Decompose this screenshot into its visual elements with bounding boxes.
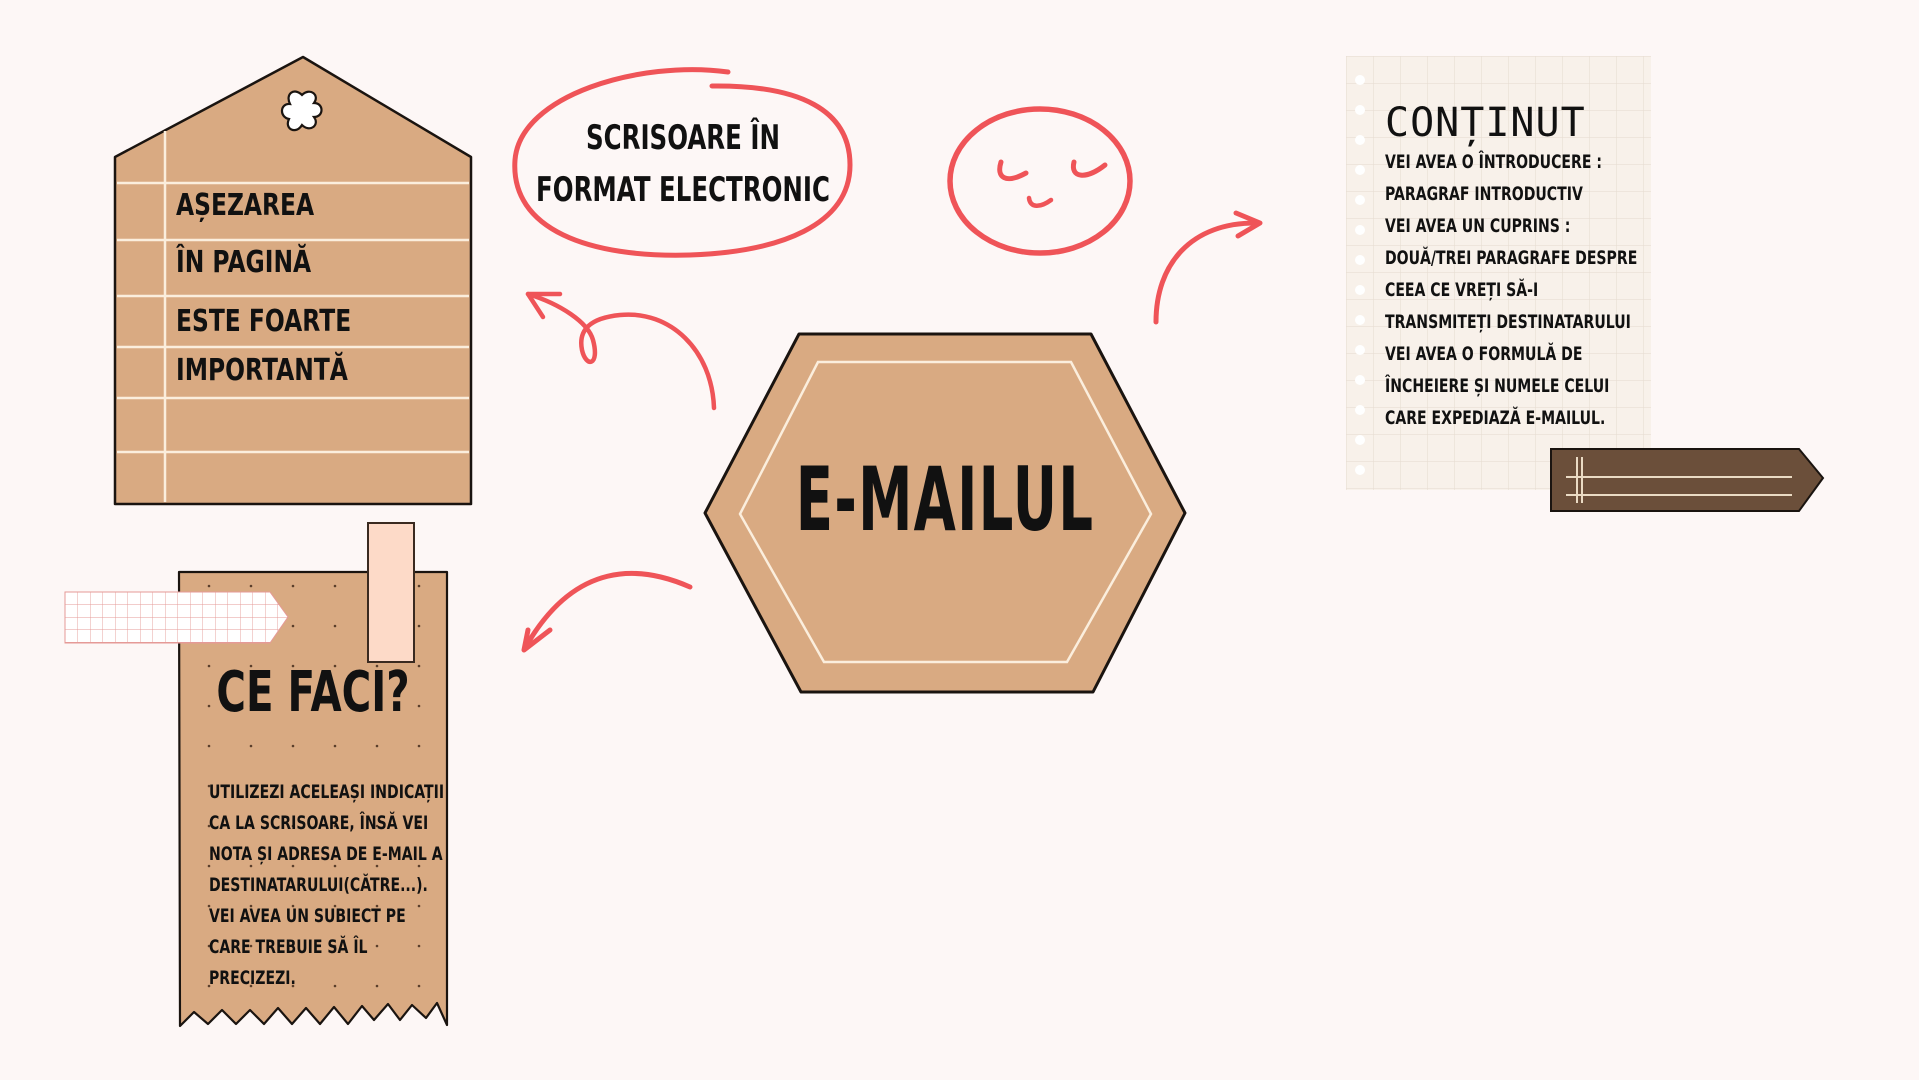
arrow-to-notepad [1153,210,1263,325]
notepad-line-1: VEI AVEA O ÎNTRODUCERE : [1385,151,1602,173]
bubble-ellipse [512,67,853,258]
notepad-line-2: PARAGRAF INTRODUCTIV [1385,183,1583,205]
receipt-line-4: DESTINATARULUI(CĂTRE...). [209,874,428,896]
pink-tape [367,522,415,663]
brown-label [1550,448,1825,512]
house-card [113,55,473,506]
ruled-lines [117,131,469,502]
house-line-2: ÎN PAGINĂ [176,245,312,280]
receipt-line-6: CARE TREBUIE SĂ ÎL [209,936,368,958]
arrow-to-bubble [525,291,717,411]
notepad-line-4: DOUĂ/TREI PARAGRAFE DESPRE [1385,247,1638,269]
center-hexagon [703,332,1187,694]
receipt-line-1: UTILIZEZI ACELEAȘI INDICAții [209,781,445,803]
notepad-title: CONȚINUT [1385,100,1586,146]
receipt-line-2: CA LA SCRISOARE, ÎNSĂ VEI [209,812,429,834]
notepad-line-9: CARE EXPEDIAZĂ E-MAILUL. [1385,407,1606,429]
bubble-line-2: FORMAT ELECTRONIC [536,170,830,210]
notepad-line-5: CEEA CE VREȚI SĂ-I [1385,279,1539,301]
receipt-line-3: NOTA ȘI ADRESA DE E-MAIL A [209,843,443,865]
house-line-1: AȘEZAREA [176,188,315,223]
flower-icon [280,90,323,132]
receipt-line-5: VEI AVEA UN SUBIECT PE [209,905,406,927]
binder-holes [1355,75,1365,475]
house-line-4: IMPORTANTĂ [176,353,348,388]
grid-tape [64,591,289,644]
house-line-3: ESTE FOARTE [176,304,352,339]
notepad-line-3: VEI AVEA UN CUPRINS : [1385,215,1571,237]
notepad [1346,56,1651,490]
sleepy-face-icon [947,106,1133,256]
center-title: E-MAILUL [795,448,1095,551]
receipt-line-7: PRECIZEZI. [209,967,296,989]
notepad-line-7: VEI AVEA O FORMULĂ DE [1385,343,1583,365]
arrow-to-receipt [521,570,693,653]
notepad-line-6: TRANSMITEȚI DESTINATARULUI [1385,311,1631,333]
receipt-title: CE FACI? [216,660,410,725]
bubble-line-1: SCRISOARE ÎN [586,118,780,158]
notepad-line-8: ÎNCHEIERE ȘI NUMELE CELUI [1385,375,1610,397]
